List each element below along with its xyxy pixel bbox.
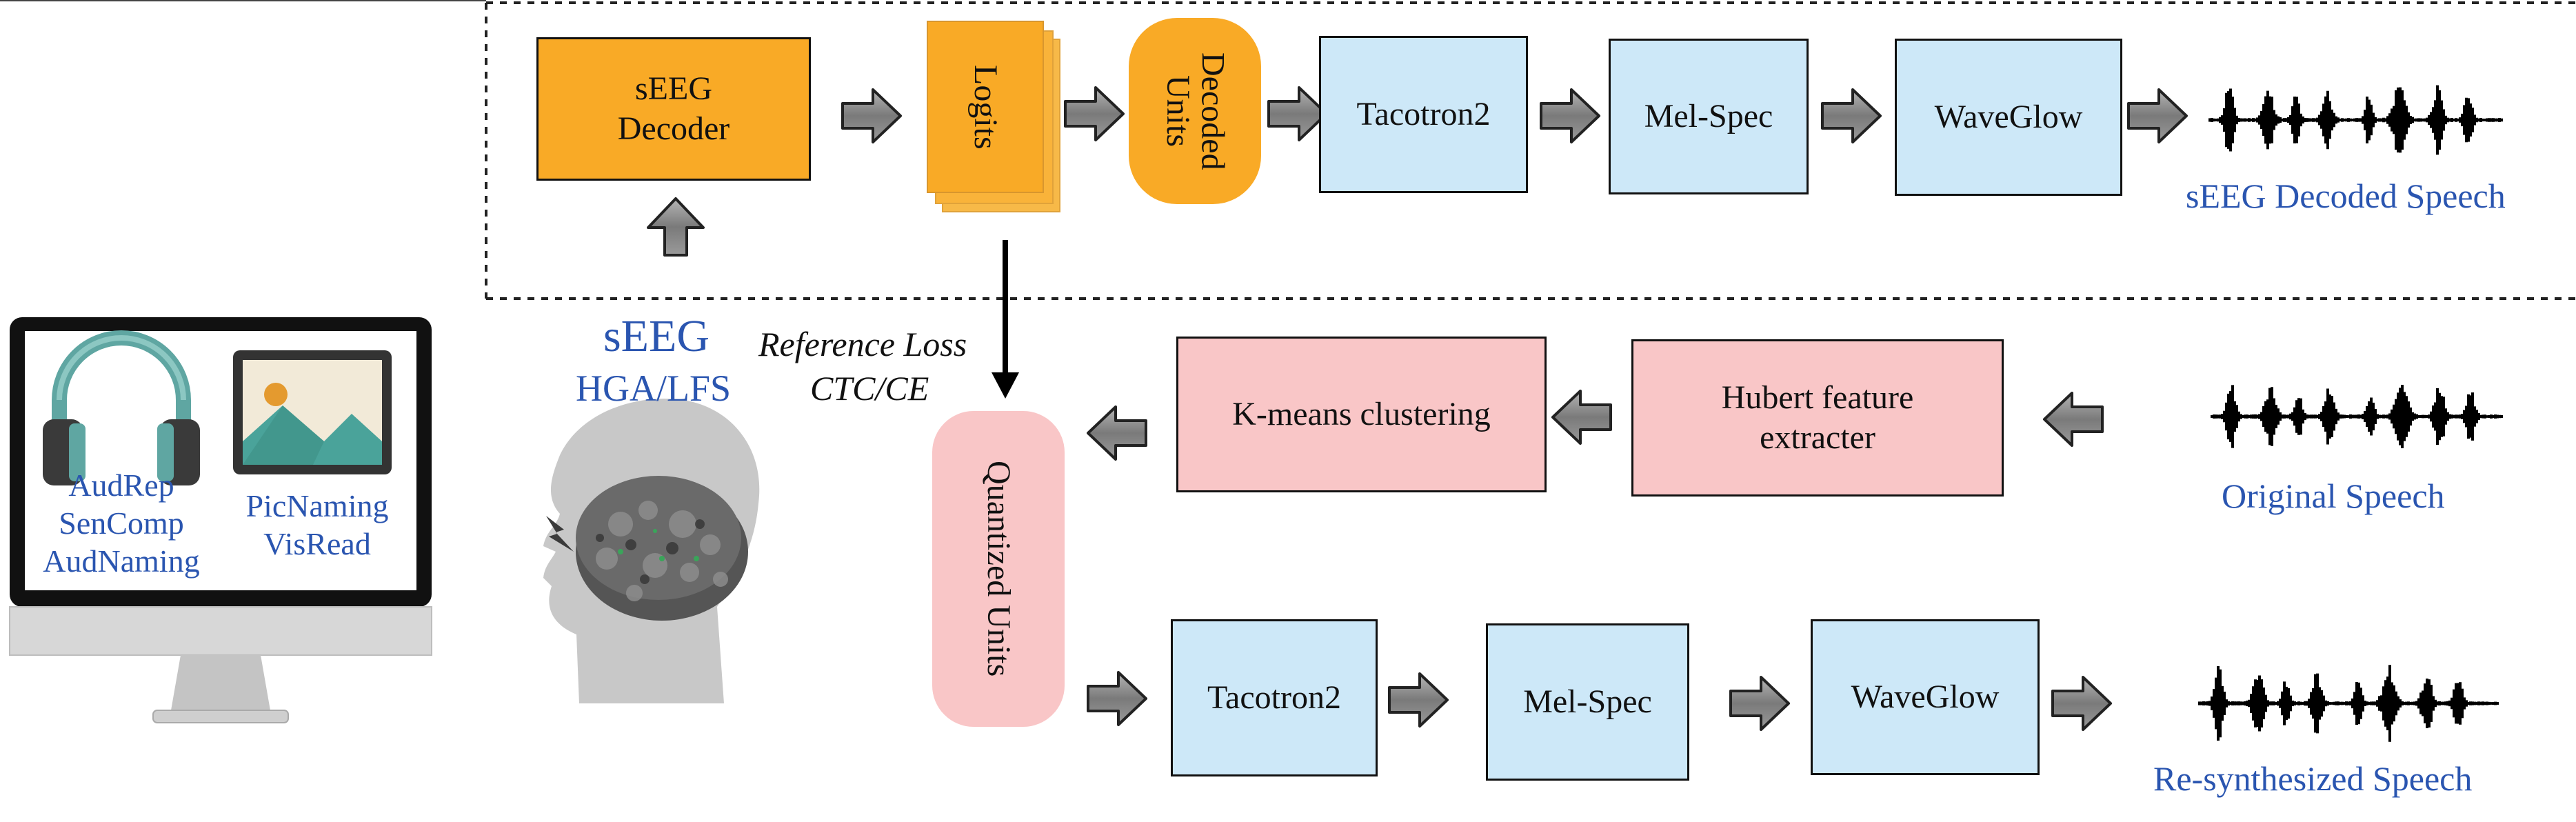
arrow-speech-to-hubert [2043, 392, 2104, 447]
loss-types-label: CTC/CE [810, 369, 929, 408]
kmeans-label: K-means clustering [1232, 396, 1491, 433]
seeg-features-label: HGA/LFS [576, 368, 732, 409]
arrow-waveglow-to-speech [2127, 88, 2188, 143]
melspec-top-label: Mel-Spec [1644, 98, 1773, 135]
arrow-waveglow-to-resynth [2051, 676, 2112, 731]
reference-loss-arrow [992, 240, 1019, 399]
arrow-logits-to-units [1064, 86, 1125, 141]
picture-icon [233, 350, 392, 474]
melspec-top-box: Mel-Spec [1609, 39, 1809, 194]
hubert-box: Hubert feature extracter [1631, 339, 2004, 497]
waveglow-top-box: WaveGlow [1895, 39, 2122, 196]
arrow-decoder-to-logits [841, 88, 902, 143]
original-speech-label: Original Speech [2222, 477, 2445, 515]
tacotron-top-label: Tacotron2 [1356, 96, 1491, 133]
quantized-units-box: Quantized Units [932, 411, 1065, 727]
waveglow-top-label: WaveGlow [1934, 99, 2083, 136]
waveglow-bottom-label: WaveGlow [1851, 679, 2000, 716]
decoded-units-box: Decoded Units [1129, 18, 1261, 204]
head-brain-icon [543, 399, 760, 703]
seeg-decoder-box: sEEG Decoder [536, 37, 811, 181]
waveform-original [2211, 385, 2503, 448]
arrow-kmeans-to-quantized [1087, 405, 1147, 461]
melspec-bottom-box: Mel-Spec [1486, 623, 1689, 781]
arrow-hubert-to-kmeans [1551, 390, 1612, 445]
waveglow-bottom-box: WaveGlow [1811, 619, 2040, 775]
arrow-melspec-to-waveglow [1821, 88, 1882, 143]
visual-tasks-label: PicNaming VisRead [245, 488, 389, 562]
resynthesized-speech-label: Re-synthesized Speech [2153, 759, 2473, 798]
arrow-quantized-to-tacotron [1087, 671, 1147, 726]
arrow-melspec-to-waveglow-bottom [1729, 676, 1790, 731]
headphones-icon [43, 330, 200, 485]
melspec-bottom-label: Mel-Spec [1523, 683, 1652, 721]
tacotron-top-box: Tacotron2 [1319, 36, 1528, 193]
waveform-decoded [2208, 85, 2503, 155]
quantized-units-label: Quantized Units [980, 461, 1017, 677]
top-pipeline-frame [485, 1, 2576, 300]
arrow-tacotron-to-melspec [1540, 88, 1600, 143]
tacotron-bottom-label: Tacotron2 [1207, 679, 1341, 716]
kmeans-box: K-means clustering [1176, 337, 1547, 492]
logits-box: Logits [927, 21, 1044, 193]
arrow-units-to-tacotron [1267, 86, 1328, 141]
seeg-decoder-label: sEEG Decoder [617, 70, 730, 147]
logits-label: Logits [967, 64, 1004, 150]
seeg-title: sEEG [603, 311, 710, 361]
arrow-tacotron-to-melspec-bottom [1388, 672, 1449, 728]
hubert-label: Hubert feature extracter [1721, 379, 1914, 456]
seeg-decoded-speech-label: sEEG Decoded Speech [2186, 177, 2506, 215]
decoded-units-label: Decoded Units [1160, 52, 1231, 170]
reference-loss-label: Reference Loss [758, 325, 967, 363]
waveform-resynthesized [2198, 665, 2499, 742]
auditory-tasks-label: AudRep SenComp AudNaming [43, 468, 200, 579]
tacotron-bottom-box: Tacotron2 [1171, 619, 1378, 776]
up-arrow [647, 197, 705, 257]
